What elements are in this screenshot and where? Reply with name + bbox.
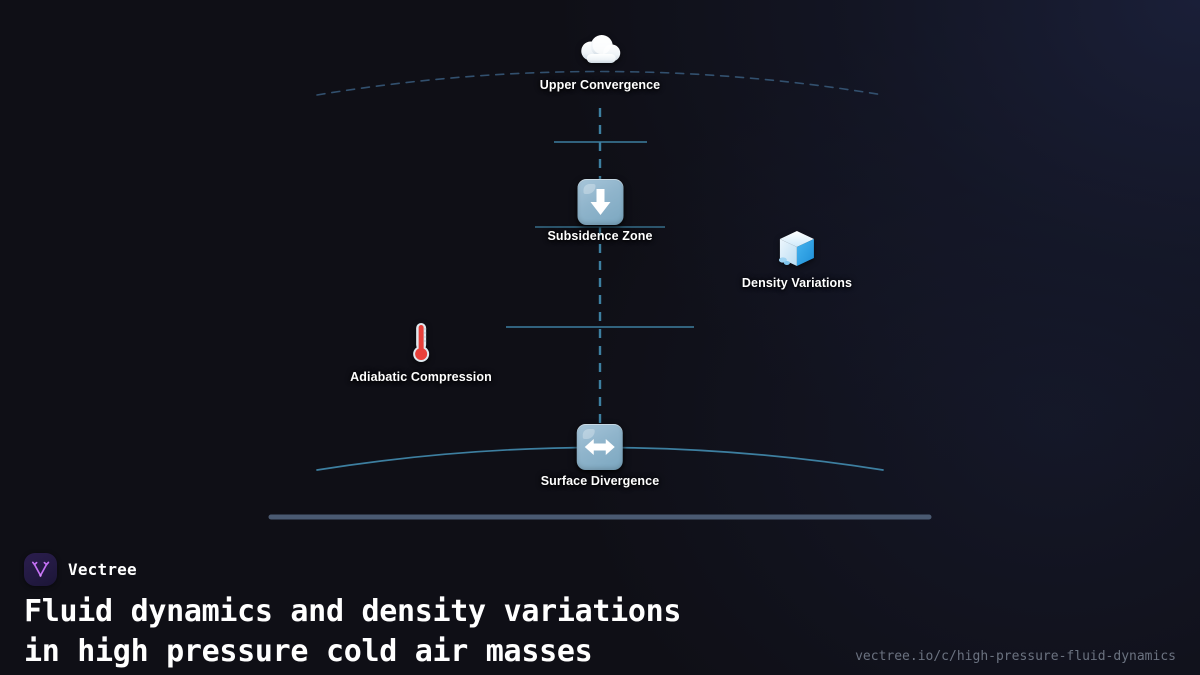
node-subsidence-zone[interactable]: Subsidence Zone [548,179,653,243]
vectree-logo-icon [24,552,57,586]
thermometer-icon [408,320,434,366]
node-surface-divergence[interactable]: Surface Divergence [541,424,660,488]
node-label: Adiabatic Compression [350,370,492,384]
node-label: Upper Convergence [539,78,661,92]
node-label: Density Variations [741,276,853,290]
node-density-variations[interactable]: Density Variations [742,226,852,290]
arrow-left-right-boxed-icon [577,424,623,470]
node-label: Subsidence Zone [547,229,653,243]
edge-top-dashed-arc [316,70,884,96]
diagram-edges [268,70,932,520]
footer-bottom: Fluid dynamics and density variations in… [24,592,1176,672]
brand: Vectree [24,552,1176,586]
cloud-icon [575,28,625,74]
brand-name: Vectree [68,559,137,579]
node-adiabatic-compression[interactable]: Adiabatic Compression [350,320,492,384]
node-upper-convergence[interactable]: Upper Convergence [540,28,660,92]
node-label: Surface Divergence [540,474,660,488]
arrow-down-boxed-icon [577,179,623,225]
share-url: vectree.io/c/high-pressure-fluid-dynamic… [855,648,1176,664]
footer: Vectree Fluid dynamics and density varia… [0,540,1200,675]
headline: Fluid dynamics and density variations in… [24,594,682,669]
diagram-canvas: Upper Convergence Subsidence Zone [268,28,932,520]
ice-cube-icon [775,226,819,272]
